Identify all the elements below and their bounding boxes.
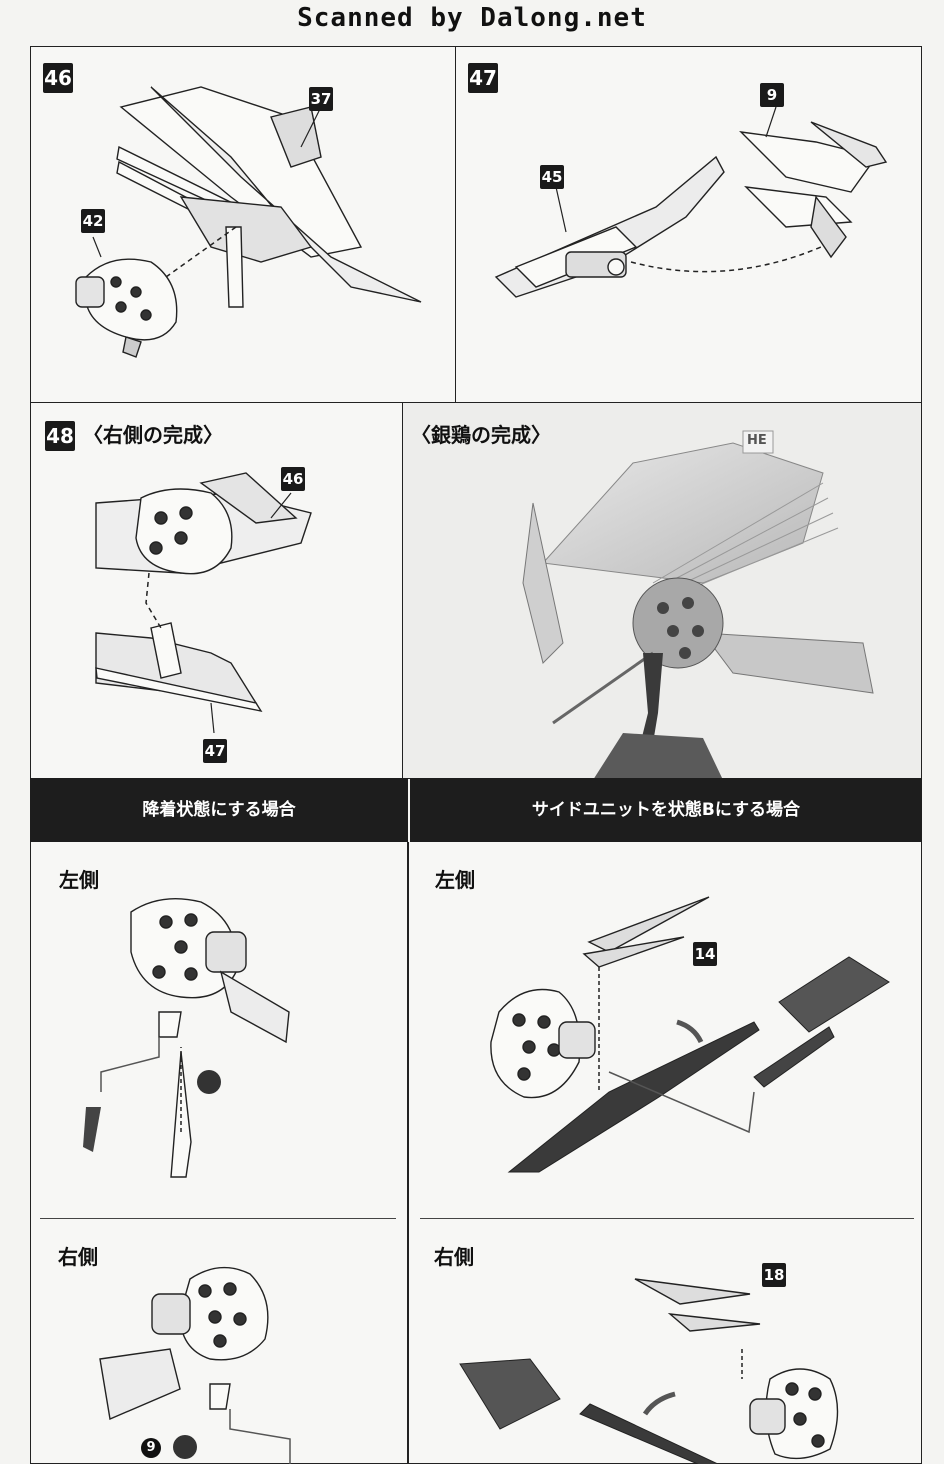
- part-18-badge: 18: [762, 1263, 786, 1287]
- part-47-badge: 47: [203, 739, 227, 763]
- landing-right-panel: 右側: [40, 1218, 396, 1464]
- state-b-left-illustration: [490, 896, 890, 1173]
- step-47-panel: 47 9 45: [455, 46, 922, 403]
- part-37-badge: 37: [309, 87, 333, 111]
- section-bar-side-unit-state-b: サイドユニットを状態Bにする場合: [410, 778, 922, 842]
- completed-photo-panel: 〈銀鶏の完成〉 HE: [402, 402, 922, 779]
- step-48-badge: 48: [45, 421, 75, 451]
- step-48-panel: 48 〈右側の完成〉 46 47: [30, 402, 404, 779]
- scan-credit-header: Scanned by Dalong.net: [297, 3, 647, 33]
- step-47-badge: 47: [468, 63, 498, 93]
- part-45-badge: 45: [540, 165, 564, 189]
- completed-model-photo: [522, 430, 874, 778]
- part-46-badge: 46: [281, 467, 305, 491]
- part-42-badge: 42: [81, 209, 105, 233]
- step-46-badge: 46: [43, 63, 73, 93]
- completed-title: 〈銀鶏の完成〉: [411, 423, 551, 447]
- step-46-illustration: [75, 86, 422, 358]
- step-47-illustration: [494, 106, 888, 298]
- completed-box-tag: HE: [747, 433, 767, 448]
- state-b-left-panel: 左側 14: [408, 842, 922, 1464]
- step-46-panel: 46 37 42: [30, 46, 457, 403]
- state-b-left-label: 左側: [435, 868, 475, 892]
- state-b-right-panel: 右側 18: [420, 1218, 914, 1464]
- section-bar-landing-mode: 降着状態にする場合: [30, 778, 408, 842]
- landing-left-illustration: [83, 897, 290, 1178]
- part-9-marker: 9: [141, 1438, 161, 1458]
- part-14-badge: 14: [693, 942, 717, 966]
- landing-right-illustration: [99, 1266, 291, 1464]
- landing-right-label: 右側: [58, 1245, 98, 1269]
- state-b-right-label: 右側: [434, 1245, 474, 1269]
- state-b-right-illustration: [459, 1278, 839, 1464]
- step-48-illustration: [95, 472, 312, 734]
- part-9-badge: 9: [760, 83, 784, 107]
- landing-left-label: 左側: [59, 868, 99, 892]
- step-48-title: 〈右側の完成〉: [83, 423, 223, 447]
